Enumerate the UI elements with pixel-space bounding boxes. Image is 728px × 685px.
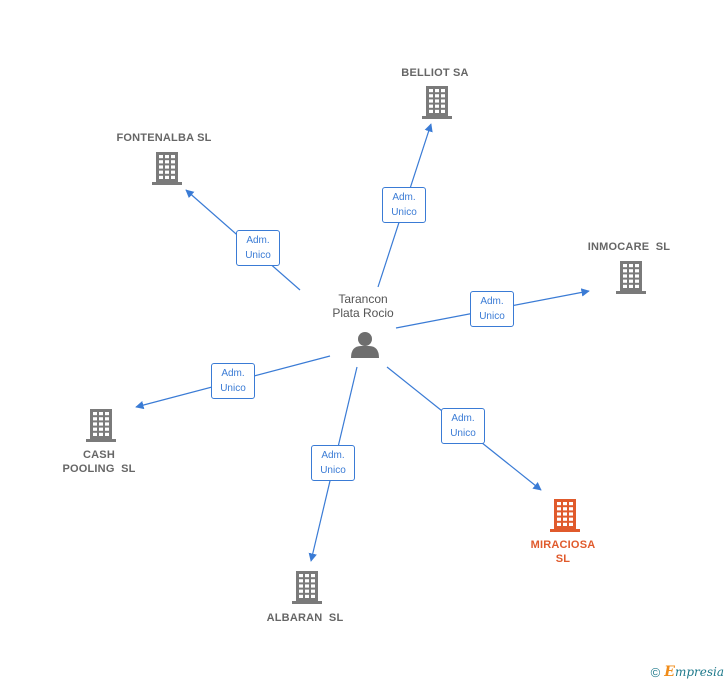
- edge-role-line2: Unico: [450, 428, 476, 439]
- edge-role-line2: Unico: [391, 207, 417, 218]
- edge-label-albaran[interactable]: Adm. Unico: [311, 445, 355, 481]
- building-icon-miraciosa: [550, 499, 580, 532]
- building-icon-belliot: [422, 86, 452, 119]
- copyright-symbol: ©: [650, 664, 661, 680]
- brand-logo: Empresia: [664, 664, 724, 680]
- edge-role-line1: Adm.: [246, 235, 270, 246]
- company-label-albaran[interactable]: ALBARAN SL: [266, 612, 344, 624]
- edge-role-line1: Adm.: [480, 296, 504, 307]
- edge-label-fontenalba[interactable]: Adm. Unico: [236, 230, 280, 266]
- edge-role-line2: Unico: [320, 465, 346, 476]
- edge-label-belliot[interactable]: Adm. Unico: [382, 187, 426, 223]
- edge-role-line1: Adm.: [392, 192, 416, 203]
- person-icon: [351, 332, 379, 358]
- company-label-inmocare[interactable]: INMOCARE SL: [587, 241, 671, 253]
- building-icon-fontenalba: [152, 152, 182, 185]
- building-icon-albaran: [292, 571, 322, 604]
- edge-label-miraciosa[interactable]: Adm. Unico: [441, 408, 485, 444]
- edge-role-line2: Unico: [245, 250, 271, 261]
- company-label-miraciosa[interactable]: MIRACIOSA SL: [530, 539, 596, 565]
- edge-role-line2: Unico: [479, 311, 505, 322]
- building-icon-cash: [86, 409, 116, 442]
- footer-brand: © Empresia: [651, 664, 724, 680]
- edge-role-line1: Adm.: [221, 368, 245, 379]
- person-name-label[interactable]: Tarancon Plata Rocio: [332, 292, 394, 320]
- edge-role-line1: Adm.: [321, 450, 345, 461]
- edge-role-line2: Unico: [220, 383, 246, 394]
- company-label-fontenalba[interactable]: FONTENALBA SL: [116, 132, 212, 144]
- edge-label-inmocare[interactable]: Adm. Unico: [470, 291, 514, 327]
- edge-role-line1: Adm.: [451, 413, 475, 424]
- company-label-cash[interactable]: CASH POOLING SL: [62, 449, 136, 475]
- company-label-belliot[interactable]: BELLIOT SA: [401, 67, 469, 79]
- edge-label-cash[interactable]: Adm. Unico: [211, 363, 255, 399]
- building-icon-inmocare: [616, 261, 646, 294]
